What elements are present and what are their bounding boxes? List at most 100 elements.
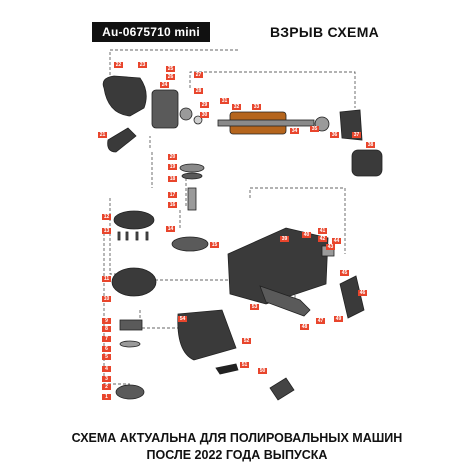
- svg-text:14: 14: [168, 226, 174, 232]
- part-label-33: 33: [252, 104, 261, 110]
- part-label-10: 10: [102, 296, 111, 302]
- part-label-52: 52: [242, 338, 251, 344]
- gear-housing-part: [102, 75, 147, 117]
- svg-text:24: 24: [162, 82, 168, 88]
- handle-housing-part: [177, 309, 237, 361]
- svg-text:42: 42: [320, 236, 326, 242]
- svg-text:5: 5: [105, 354, 108, 360]
- screw-row-part: [117, 231, 149, 241]
- part-label-8: 8: [102, 326, 111, 332]
- part-label-26: 26: [166, 74, 175, 80]
- svg-text:23: 23: [140, 62, 146, 68]
- side-handle-part: [107, 127, 137, 153]
- gear-wheel-part: [181, 172, 203, 180]
- part-label-3: 3: [102, 376, 111, 382]
- svg-text:30: 30: [202, 112, 208, 118]
- svg-text:17: 17: [170, 192, 176, 198]
- svg-text:33: 33: [254, 104, 260, 110]
- part-label-35: 35: [310, 126, 319, 132]
- rear-cover-part: [351, 149, 383, 177]
- svg-text:12: 12: [104, 214, 110, 220]
- svg-text:28: 28: [196, 88, 202, 94]
- svg-text:38: 38: [368, 142, 374, 148]
- part-label-44: 44: [332, 238, 341, 244]
- gear-part: [179, 163, 205, 173]
- svg-text:53: 53: [252, 304, 258, 310]
- svg-text:6: 6: [105, 346, 108, 352]
- part-label-13: 13: [102, 228, 111, 234]
- part-label-2: 2: [102, 384, 111, 390]
- svg-text:49: 49: [336, 316, 342, 322]
- svg-text:21: 21: [100, 132, 106, 138]
- part-label-17: 17: [168, 192, 177, 198]
- shaft-part: [119, 319, 143, 331]
- part-label-27: 27: [194, 72, 203, 78]
- svg-text:40: 40: [304, 232, 310, 238]
- part-label-5: 5: [102, 354, 111, 360]
- gear-cover-part: [151, 89, 179, 129]
- svg-text:3: 3: [105, 376, 108, 382]
- part-label-23: 23: [138, 62, 147, 68]
- svg-text:18: 18: [170, 176, 176, 182]
- svg-text:9: 9: [105, 318, 108, 324]
- footer-line-1: СХЕМА АКТУАЛЬНА ДЛЯ ПОЛИРОВАЛЬНЫХ МАШИН: [71, 431, 403, 445]
- svg-text:41: 41: [320, 228, 326, 234]
- svg-text:19: 19: [170, 164, 176, 170]
- svg-text:45: 45: [342, 270, 348, 276]
- svg-text:13: 13: [104, 228, 110, 234]
- svg-text:8: 8: [105, 326, 108, 332]
- flange-part: [171, 236, 209, 252]
- part-label-48: 48: [300, 324, 309, 330]
- part-label-29: 29: [200, 102, 209, 108]
- exploded-diagram: 22 23 25 26 24 27 28 29 30 31 32 33 34 3…: [98, 49, 383, 401]
- svg-text:16: 16: [170, 202, 176, 208]
- motor-housing-part: [227, 227, 329, 305]
- part-label-37: 37: [352, 132, 361, 138]
- switch-part: [259, 285, 311, 317]
- part-label-38: 38: [366, 142, 375, 148]
- cord-guard-part: [339, 275, 365, 319]
- part-label-43: 43: [326, 244, 335, 250]
- scheme-title: ВЗРЫВ СХЕМА: [270, 24, 380, 40]
- part-label-11: 11: [102, 276, 111, 282]
- svg-text:26: 26: [168, 74, 174, 80]
- part-label-34: 34: [290, 128, 299, 134]
- part-label-21: 21: [98, 132, 107, 138]
- part-label-46: 46: [358, 290, 367, 296]
- svg-text:15: 15: [212, 242, 218, 248]
- armature-shaft-part: [217, 119, 315, 127]
- part-label-47: 47: [316, 318, 325, 324]
- svg-text:22: 22: [116, 62, 122, 68]
- part-label-51: 51: [240, 362, 249, 368]
- svg-text:20: 20: [170, 154, 176, 160]
- svg-text:2: 2: [105, 384, 108, 390]
- part-label-1: 1: [102, 394, 111, 400]
- svg-text:51: 51: [242, 362, 248, 368]
- power-cord-part: [215, 363, 239, 375]
- svg-text:47: 47: [318, 318, 324, 324]
- part-label-14: 14: [166, 226, 175, 232]
- part-label-42: 42: [318, 236, 327, 242]
- wheel-guard-part: [111, 267, 157, 297]
- bearing-plate-part: [113, 210, 155, 230]
- part-label-31: 31: [220, 98, 229, 104]
- part-label-12: 12: [102, 214, 111, 220]
- svg-text:39: 39: [282, 236, 288, 242]
- spindle-part: [187, 187, 197, 211]
- part-label-24: 24: [160, 82, 169, 88]
- svg-text:4: 4: [105, 366, 108, 372]
- bearing-part: [179, 107, 193, 121]
- svg-text:27: 27: [196, 72, 202, 78]
- part-label-53: 53: [250, 304, 259, 310]
- part-label-6: 6: [102, 346, 111, 352]
- svg-text:37: 37: [354, 132, 360, 138]
- svg-text:1: 1: [105, 394, 108, 400]
- part-label-32: 32: [232, 104, 241, 110]
- part-label-41: 41: [318, 228, 327, 234]
- svg-text:25: 25: [168, 66, 174, 72]
- svg-text:48: 48: [302, 324, 308, 330]
- part-label-19: 19: [168, 164, 177, 170]
- svg-text:11: 11: [104, 276, 110, 282]
- svg-text:50: 50: [260, 368, 266, 374]
- model-badge: Au-0675710 mini: [92, 22, 210, 42]
